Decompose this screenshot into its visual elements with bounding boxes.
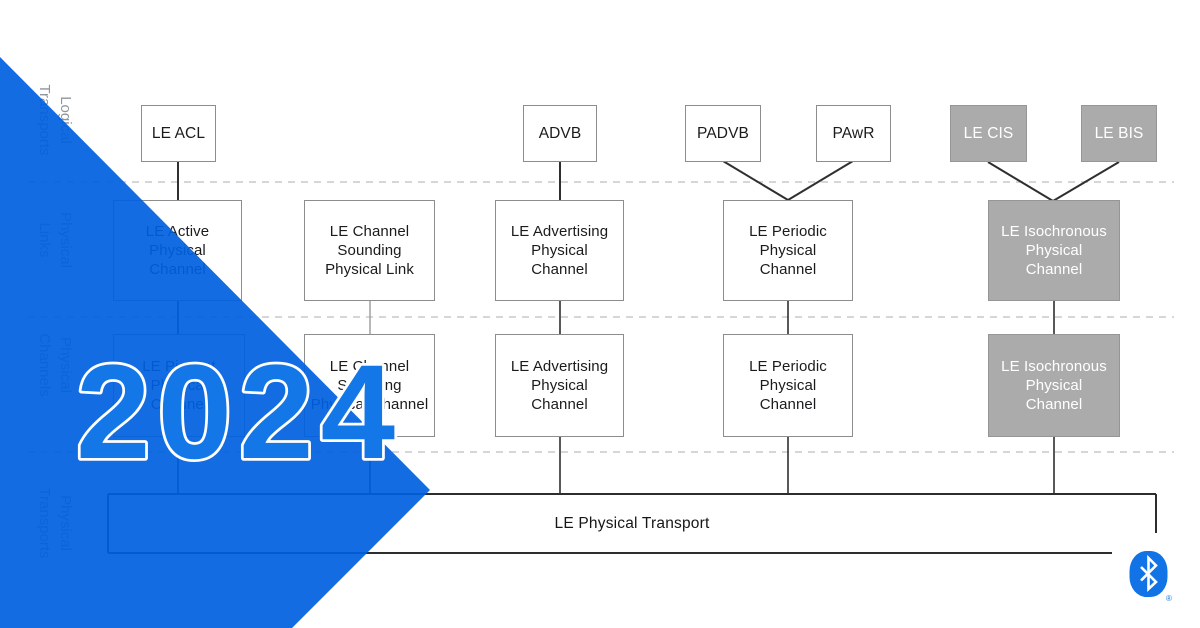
band-label-physical-channels: Physical Channels <box>36 333 74 397</box>
box-le-acl: LE ACL <box>141 105 216 162</box>
box-periodic-link: LE Periodic Physical Channel <box>723 200 853 301</box>
box-advb: ADVB <box>523 105 597 162</box>
box-le-bis: LE BIS <box>1081 105 1157 162</box>
box-piconet-channel: LE Piconet Physical Channel <box>113 334 245 437</box>
box-le-cis: LE CIS <box>950 105 1027 162</box>
box-isochronous-link: LE Isochronous Physical Channel <box>988 200 1120 301</box>
box-padvb: PADVB <box>685 105 761 162</box>
bluetooth-logo-badge <box>1129 551 1168 597</box>
box-channel-sounding-channel: LE Channel Sounding Physical Channel <box>304 334 435 437</box>
box-channel-sounding-link: LE Channel Sounding Physical Link <box>304 200 435 301</box>
registered-trademark-symbol: ® <box>1166 594 1172 603</box>
box-pawr: PAwR <box>816 105 891 162</box>
band-label-physical-transports: Physical Transports <box>36 487 74 559</box>
row2-row3-connectors <box>177 300 1055 335</box>
box-advertising-channel: LE Advertising Physical Channel <box>495 334 624 437</box>
row1-row2-connectors <box>177 160 1120 202</box>
box-periodic-channel: LE Periodic Physical Channel <box>723 334 853 437</box>
row3-transport-connectors <box>177 436 1055 495</box>
le-physical-transport-label: LE Physical Transport <box>554 514 710 532</box>
box-isochronous-channel: LE Isochronous Physical Channel <box>988 334 1120 437</box>
box-le-active-physical: LE Active Physical Channel <box>113 200 242 301</box>
box-advertising-link: LE Advertising Physical Channel <box>495 200 624 301</box>
bluetooth-rune-icon <box>1140 554 1158 592</box>
